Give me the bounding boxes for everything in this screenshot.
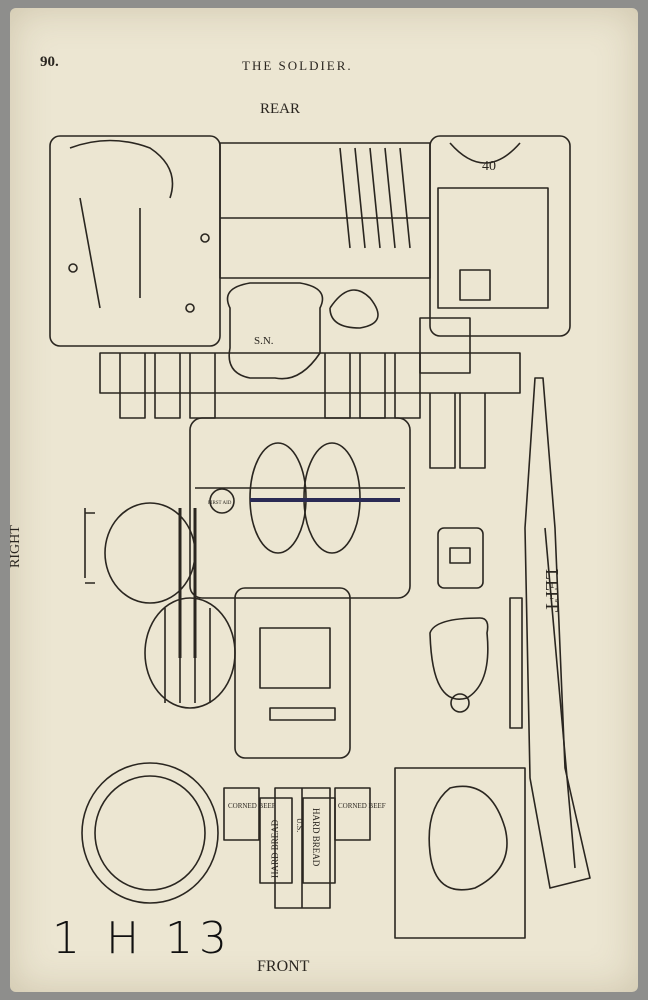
undershirt-illustration bbox=[429, 135, 571, 337]
label-front: FRONT bbox=[257, 958, 310, 975]
cap-illustration bbox=[226, 282, 324, 380]
haversack-illustration bbox=[189, 417, 411, 759]
first-aid-label: FIRST AID bbox=[208, 501, 232, 506]
us-label: U.S. bbox=[295, 818, 304, 832]
ration-tins-illustration bbox=[223, 787, 371, 884]
cartridge-belt-illustration bbox=[99, 317, 521, 469]
hard-bread-label-1: HARD BREAD bbox=[270, 819, 280, 878]
label-rear: REAR bbox=[260, 101, 301, 117]
cap-marking: S.N. bbox=[254, 335, 274, 347]
canteen-cover-clip-illustration bbox=[437, 527, 484, 589]
hard-bread-label-2: HARD BREAD bbox=[311, 808, 321, 867]
document-card: 90. THE SOLDIER. REAR FRONT RIGHT LEFT bbox=[8, 8, 638, 992]
cord-illustration bbox=[329, 289, 379, 329]
pouch-illustration bbox=[394, 767, 526, 939]
shirt-number: 40 bbox=[482, 159, 496, 174]
handwritten-annotation: 1 H 13 bbox=[52, 913, 234, 964]
plate-illustration bbox=[81, 762, 219, 904]
pack-carrier-illustration bbox=[259, 627, 336, 909]
canteen-illustration bbox=[429, 617, 489, 713]
equipment-illustration: 40 S.N. bbox=[49, 135, 591, 939]
folded-shirt-illustration bbox=[49, 135, 221, 347]
rifle-illustration bbox=[509, 377, 591, 889]
corned-beef-label-2: CORNED BEEF bbox=[338, 802, 386, 810]
page-number: 90. bbox=[40, 54, 59, 70]
blanket-roll-illustration bbox=[219, 142, 431, 279]
first-aid-pouch-illustration bbox=[209, 488, 235, 514]
page-header: THE SOLDIER. bbox=[242, 58, 353, 73]
corned-beef-label-1: CORNED BEEF bbox=[228, 802, 276, 810]
utensils-illustration bbox=[144, 508, 236, 709]
